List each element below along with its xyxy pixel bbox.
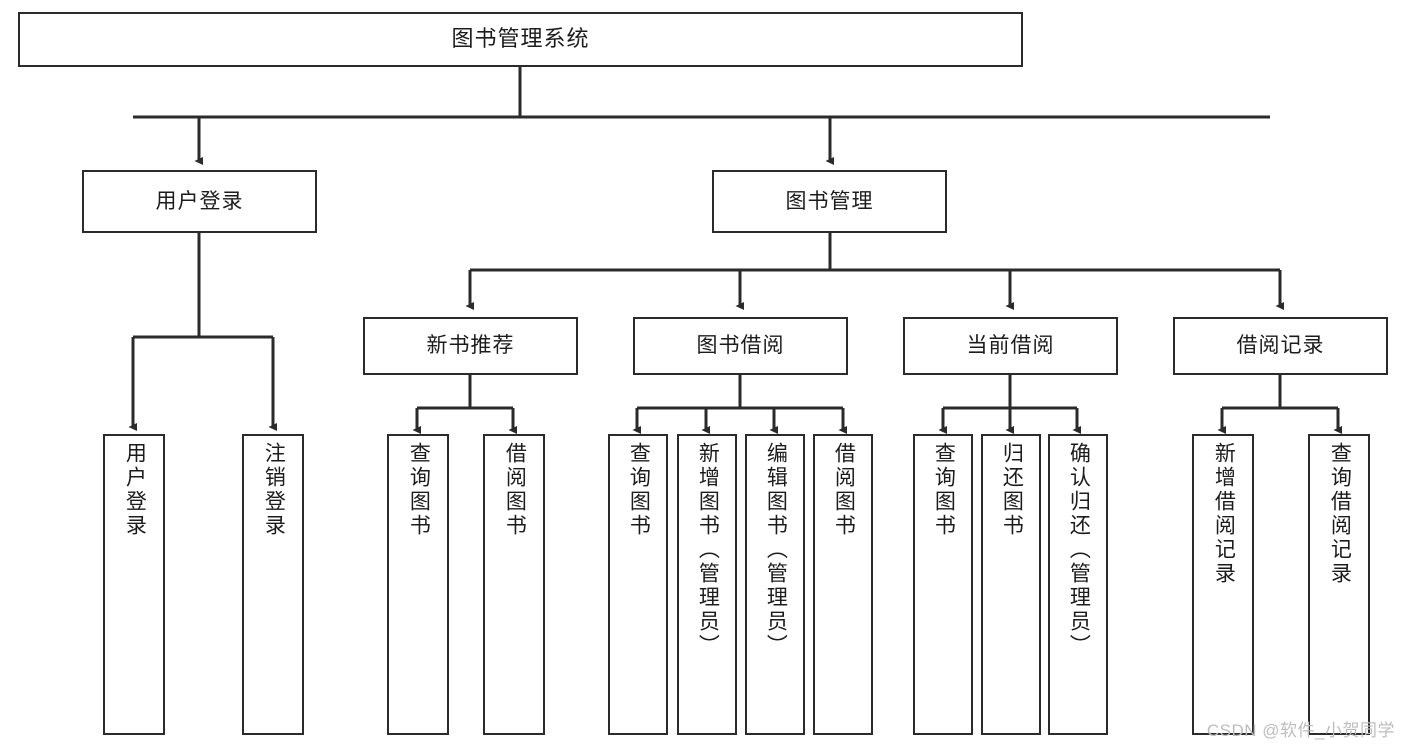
leaf-book-borrow-edit[interactable]: 编辑图书（管理员） [745,434,805,735]
node-root-system[interactable]: 图书管理系统 [18,12,1023,67]
node-new-book-recommend[interactable]: 新书推荐 [363,317,578,375]
leaf-user-login-signout[interactable]: 注销登录 [242,434,304,735]
node-new-book-recommend-label: 新书推荐 [426,334,515,358]
leaf-current-borrow-return[interactable]: 归还图书 [981,434,1041,735]
node-book-borrow[interactable]: 图书借阅 [633,317,848,375]
node-user-login-label: 用户登录 [155,189,244,213]
leaf-user-login-signout-label: 注销登录 [262,442,286,538]
leaf-book-borrow-query-label: 查询图书 [627,442,651,538]
node-book-management-label: 图书管理 [785,189,874,213]
leaf-current-borrow-query-label: 查询图书 [932,442,956,538]
node-borrow-record[interactable]: 借阅记录 [1173,317,1388,375]
node-current-borrow-label: 当前借阅 [966,334,1055,358]
leaf-new-book-query[interactable]: 查询图书 [387,434,449,735]
leaf-new-book-borrow[interactable]: 借阅图书 [483,434,545,735]
watermark-text: CSDN @软件_小贺同学 [1206,721,1395,740]
node-book-management[interactable]: 图书管理 [712,170,947,233]
leaf-borrow-record-query-label: 查询借阅记录 [1328,442,1352,586]
leaf-book-borrow-edit-label: 编辑图书（管理员） [764,442,788,658]
node-current-borrow[interactable]: 当前借阅 [903,317,1118,375]
leaf-borrow-record-add[interactable]: 新增借阅记录 [1192,434,1254,735]
node-root-system-label: 图书管理系统 [451,26,590,52]
node-borrow-record-label: 借阅记录 [1236,334,1325,358]
leaf-current-borrow-confirm-return[interactable]: 确认归还（管理员） [1048,434,1108,735]
leaf-current-borrow-return-label: 归还图书 [1000,442,1024,538]
leaf-user-login-signin[interactable]: 用户登录 [103,434,165,735]
leaf-book-borrow-add[interactable]: 新增图书（管理员） [677,434,737,735]
leaf-book-borrow-borrow-label: 借阅图书 [832,442,856,538]
leaf-new-book-borrow-label: 借阅图书 [503,442,527,538]
leaf-user-login-signin-label: 用户登录 [123,442,147,538]
leaf-current-borrow-confirm-return-label: 确认归还（管理员） [1067,442,1091,658]
node-user-login[interactable]: 用户登录 [82,170,317,233]
leaf-book-borrow-query[interactable]: 查询图书 [608,434,668,735]
leaf-borrow-record-query[interactable]: 查询借阅记录 [1308,434,1370,735]
leaf-book-borrow-borrow[interactable]: 借阅图书 [813,434,873,735]
leaf-current-borrow-query[interactable]: 查询图书 [913,434,973,735]
leaf-borrow-record-add-label: 新增借阅记录 [1212,442,1236,586]
leaf-book-borrow-add-label: 新增图书（管理员） [696,442,720,658]
leaf-new-book-query-label: 查询图书 [407,442,431,538]
node-book-borrow-label: 图书借阅 [696,334,785,358]
